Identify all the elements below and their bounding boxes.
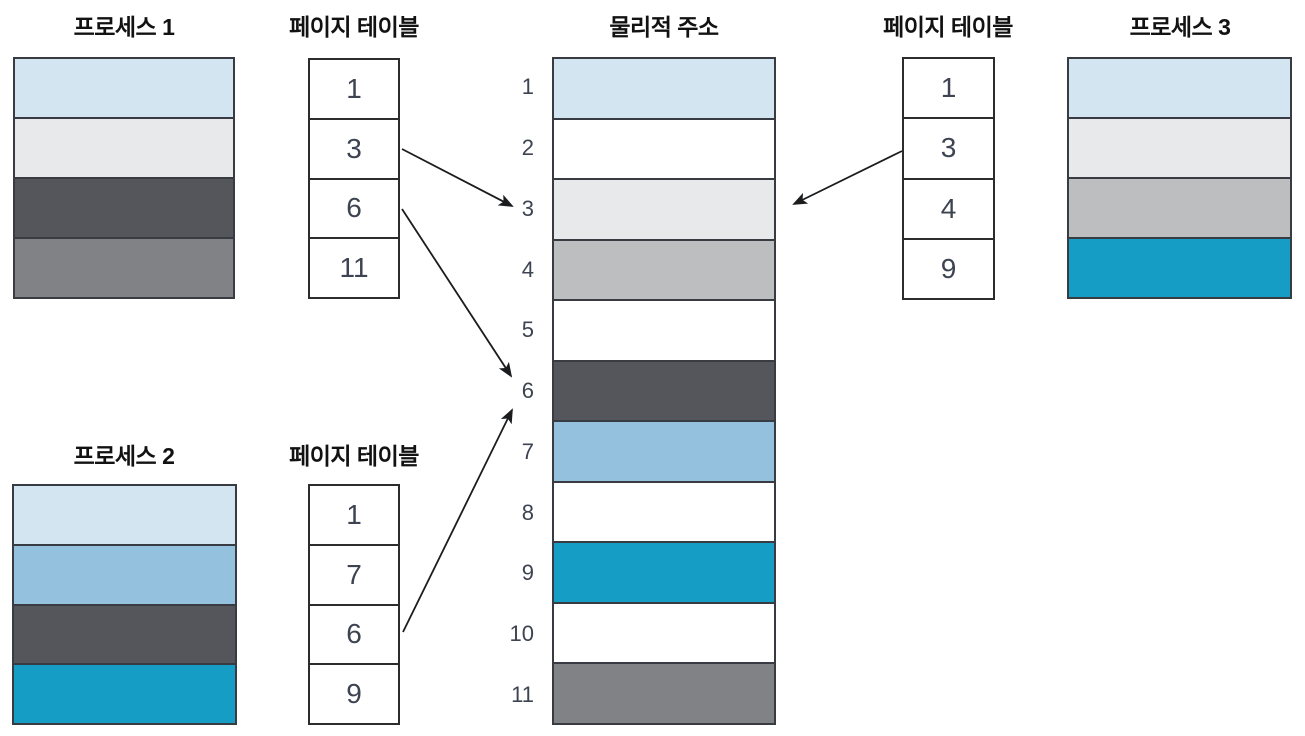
- frame-number-label-7: 7: [521, 438, 534, 464]
- process-2-segment: [14, 543, 235, 604]
- memory-frame-2: [554, 117, 774, 179]
- physical-address-title: 물리적 주소: [609, 14, 719, 40]
- memory-frame-3: [554, 178, 774, 239]
- process-2-segment: [14, 663, 235, 723]
- process-2-segment: [14, 486, 235, 544]
- physical-memory-box: [552, 57, 776, 725]
- page-table-2-title: 페이지 테이블: [289, 443, 419, 469]
- memory-frame-9: [554, 541, 774, 602]
- memory-frame-6: [554, 359, 774, 421]
- page-table-1-entry: 1: [310, 60, 398, 118]
- memory-frame-4: [554, 238, 774, 300]
- process-1-segment: [15, 237, 233, 297]
- process-3-segment: [1069, 117, 1290, 177]
- page-table-2-entry: 9: [310, 663, 398, 723]
- frame-number-label-9: 9: [521, 560, 534, 586]
- page-table-2-entry: 1: [310, 486, 398, 544]
- process-1-title: 프로세스 1: [73, 14, 175, 40]
- page-table-3-entry: 1: [904, 59, 993, 118]
- arrow-pt3-entry-3-to-frame-3: [792, 150, 903, 205]
- page-table-2-entry: 7: [310, 543, 398, 604]
- memory-frame-8: [554, 480, 774, 542]
- memory-frame-7: [554, 420, 774, 481]
- frame-number-label-10: 10: [509, 620, 534, 646]
- process-1-segment: [15, 177, 233, 237]
- frame-number-label-2: 2: [521, 135, 534, 161]
- frame-number-label-5: 5: [521, 317, 534, 343]
- page-table-3-title: 페이지 테이블: [883, 14, 1013, 40]
- process-1-segment: [15, 59, 233, 117]
- process-1-segment: [15, 117, 233, 177]
- page-table-1-entry: 6: [310, 177, 398, 238]
- process-1-box: [13, 57, 235, 299]
- frame-number-label-1: 1: [521, 74, 534, 100]
- frame-number-label-6: 6: [521, 378, 534, 404]
- process-3-segment: [1069, 177, 1290, 237]
- frame-number-label-11: 11: [511, 681, 534, 707]
- process-3-segment: [1069, 237, 1290, 297]
- process-3-segment: [1069, 59, 1290, 117]
- frame-number-labels: 1 2 3 4 5 6 7 8 9 10 11: [468, 57, 534, 725]
- page-table-1-entry: 11: [310, 237, 398, 297]
- process-2-title: 프로세스 2: [73, 443, 175, 469]
- page-table-1-entry: 3: [310, 117, 398, 178]
- page-table-3-entry: 3: [904, 117, 993, 178]
- page-table-2-entry: 6: [310, 603, 398, 664]
- process-2-box: [12, 484, 237, 725]
- memory-frame-5: [554, 299, 774, 360]
- process-3-title: 프로세스 3: [1129, 14, 1231, 40]
- page-table-1-title: 페이지 테이블: [289, 14, 419, 40]
- process-2-segment: [14, 603, 235, 664]
- memory-frame-11: [554, 662, 774, 724]
- frame-number-label-8: 8: [521, 499, 534, 525]
- page-table-3-entry: 4: [904, 177, 993, 238]
- memory-frame-10: [554, 601, 774, 663]
- frame-number-label-3: 3: [521, 195, 534, 221]
- memory-frame-1: [554, 59, 774, 118]
- process-3-box: [1067, 57, 1292, 299]
- frame-number-label-4: 4: [521, 256, 534, 282]
- page-table-3-entry: 9: [904, 237, 993, 298]
